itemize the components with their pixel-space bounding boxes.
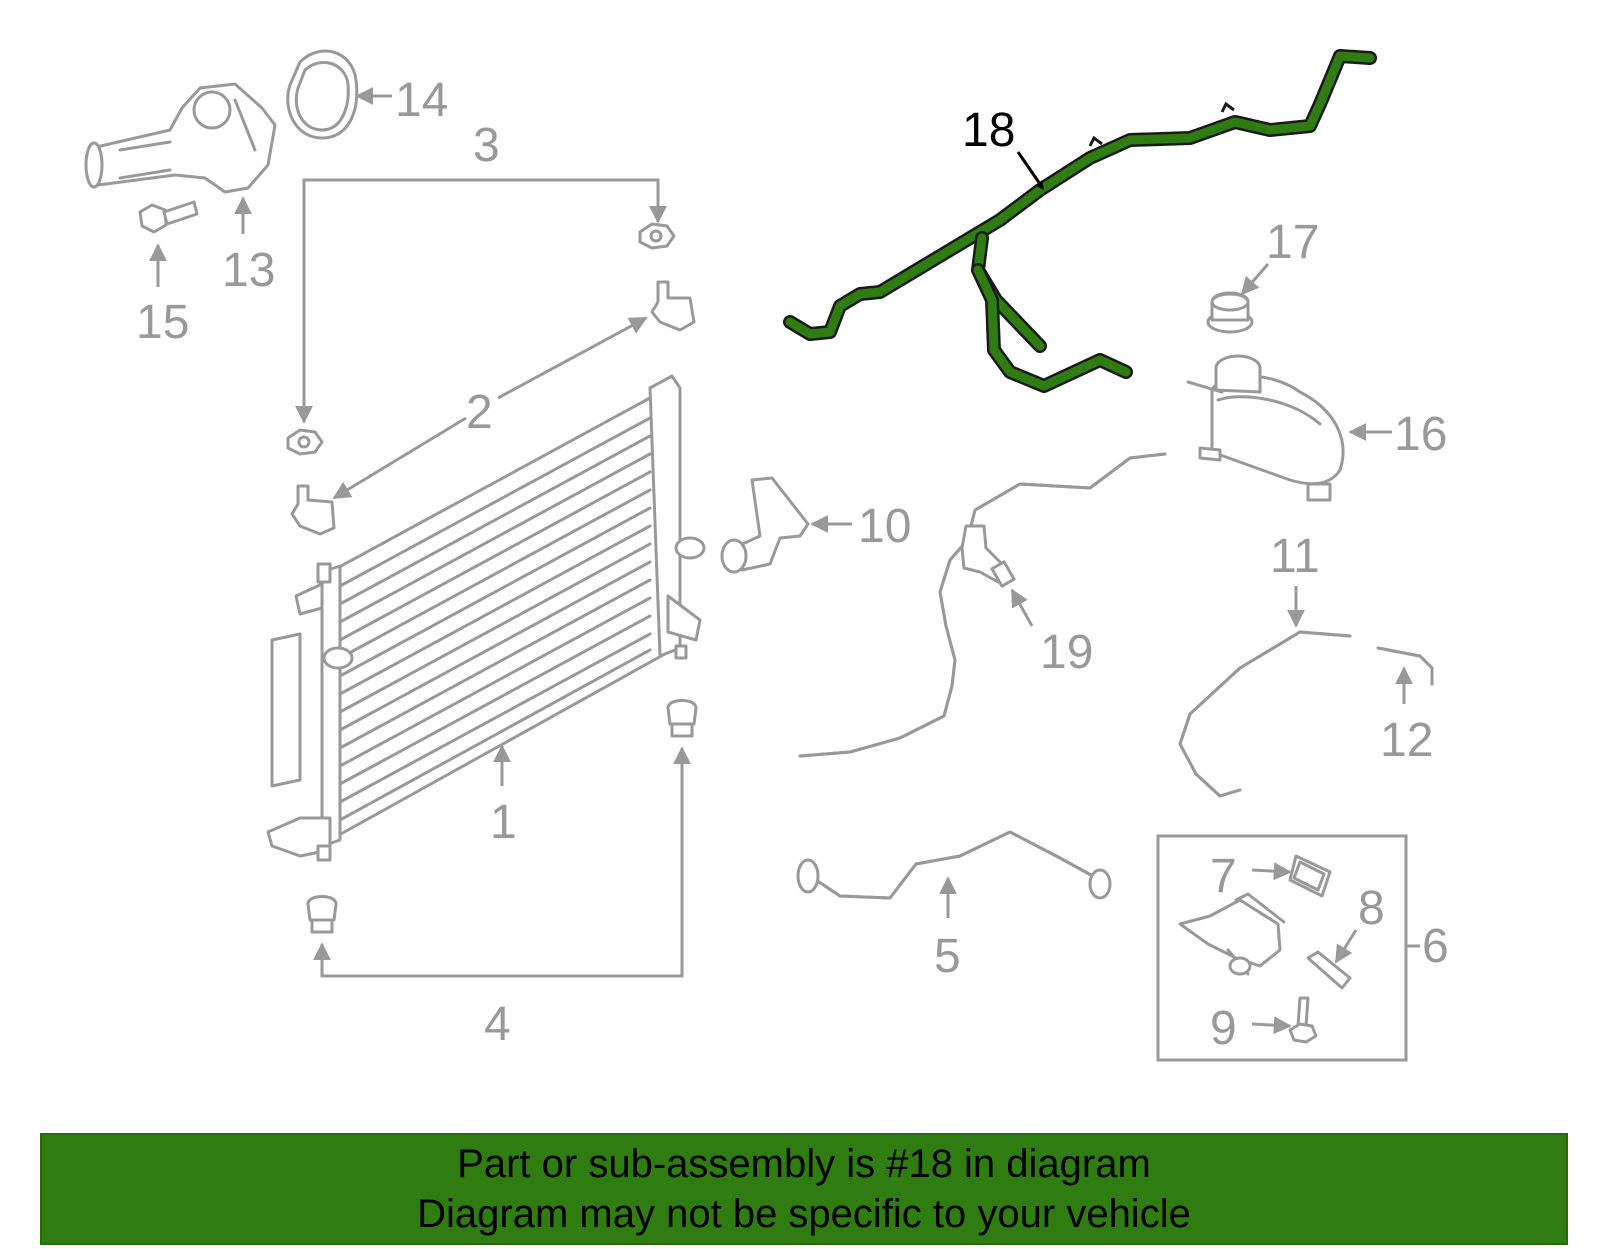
callout-7: 7 bbox=[1210, 850, 1237, 903]
callout-6: 6 bbox=[1422, 920, 1449, 973]
callout-9: 9 bbox=[1210, 1002, 1237, 1055]
banner-line-1: Part or sub-assembly is #18 in diagram bbox=[457, 1142, 1151, 1186]
callout-1: 1 bbox=[490, 796, 517, 849]
small-hose[interactable] bbox=[1376, 646, 1434, 686]
banner-line-2: Diagram may not be specific to your vehi… bbox=[417, 1192, 1191, 1236]
outlet-gasket[interactable] bbox=[1288, 854, 1332, 898]
callout-16: 16 bbox=[1394, 408, 1447, 461]
upper-hose[interactable] bbox=[798, 452, 1167, 758]
callout-13: 13 bbox=[222, 244, 275, 297]
callout-12: 12 bbox=[1380, 714, 1433, 767]
thermostat-housing[interactable] bbox=[84, 82, 277, 194]
info-banner: Part or sub-assembly is #18 in diagram D… bbox=[40, 1133, 1568, 1245]
coolant-outlet[interactable] bbox=[1178, 892, 1286, 976]
coolant-reservoir[interactable] bbox=[1186, 354, 1345, 502]
callout-11: 11 bbox=[1270, 530, 1320, 583]
callout-15: 15 bbox=[136, 296, 189, 349]
callout-2: 2 bbox=[466, 386, 493, 439]
callout-17: 17 bbox=[1266, 216, 1319, 269]
callout-19: 19 bbox=[1040, 626, 1093, 679]
lower-hose[interactable] bbox=[1178, 630, 1352, 798]
highlighted-hose-18[interactable] bbox=[783, 49, 1377, 393]
upper-bracket[interactable] bbox=[650, 280, 696, 332]
lower-nut[interactable] bbox=[286, 428, 324, 456]
callout-4: 4 bbox=[484, 998, 511, 1051]
reservoir-cap[interactable] bbox=[1206, 291, 1254, 334]
lower-isolator[interactable] bbox=[306, 895, 338, 934]
callout-14: 14 bbox=[395, 74, 448, 127]
callout-5: 5 bbox=[934, 930, 961, 983]
temperature-sensor[interactable] bbox=[1306, 950, 1352, 990]
callout-3: 3 bbox=[473, 119, 500, 172]
bolt[interactable] bbox=[138, 200, 199, 234]
upper-isolator[interactable] bbox=[666, 699, 698, 738]
subassembly-box bbox=[1156, 834, 1408, 1062]
gasket[interactable] bbox=[286, 49, 359, 140]
callout-10: 10 bbox=[858, 500, 911, 553]
callout-8: 8 bbox=[1358, 882, 1385, 935]
lower-bracket[interactable] bbox=[290, 484, 336, 536]
outlet-bolt[interactable] bbox=[1288, 996, 1318, 1044]
callout-18: 18 bbox=[962, 104, 1015, 157]
bypass-hose[interactable] bbox=[796, 830, 1112, 900]
upper-nut[interactable] bbox=[638, 222, 676, 250]
radiator[interactable] bbox=[266, 374, 706, 862]
hose-elbow[interactable] bbox=[720, 476, 810, 574]
